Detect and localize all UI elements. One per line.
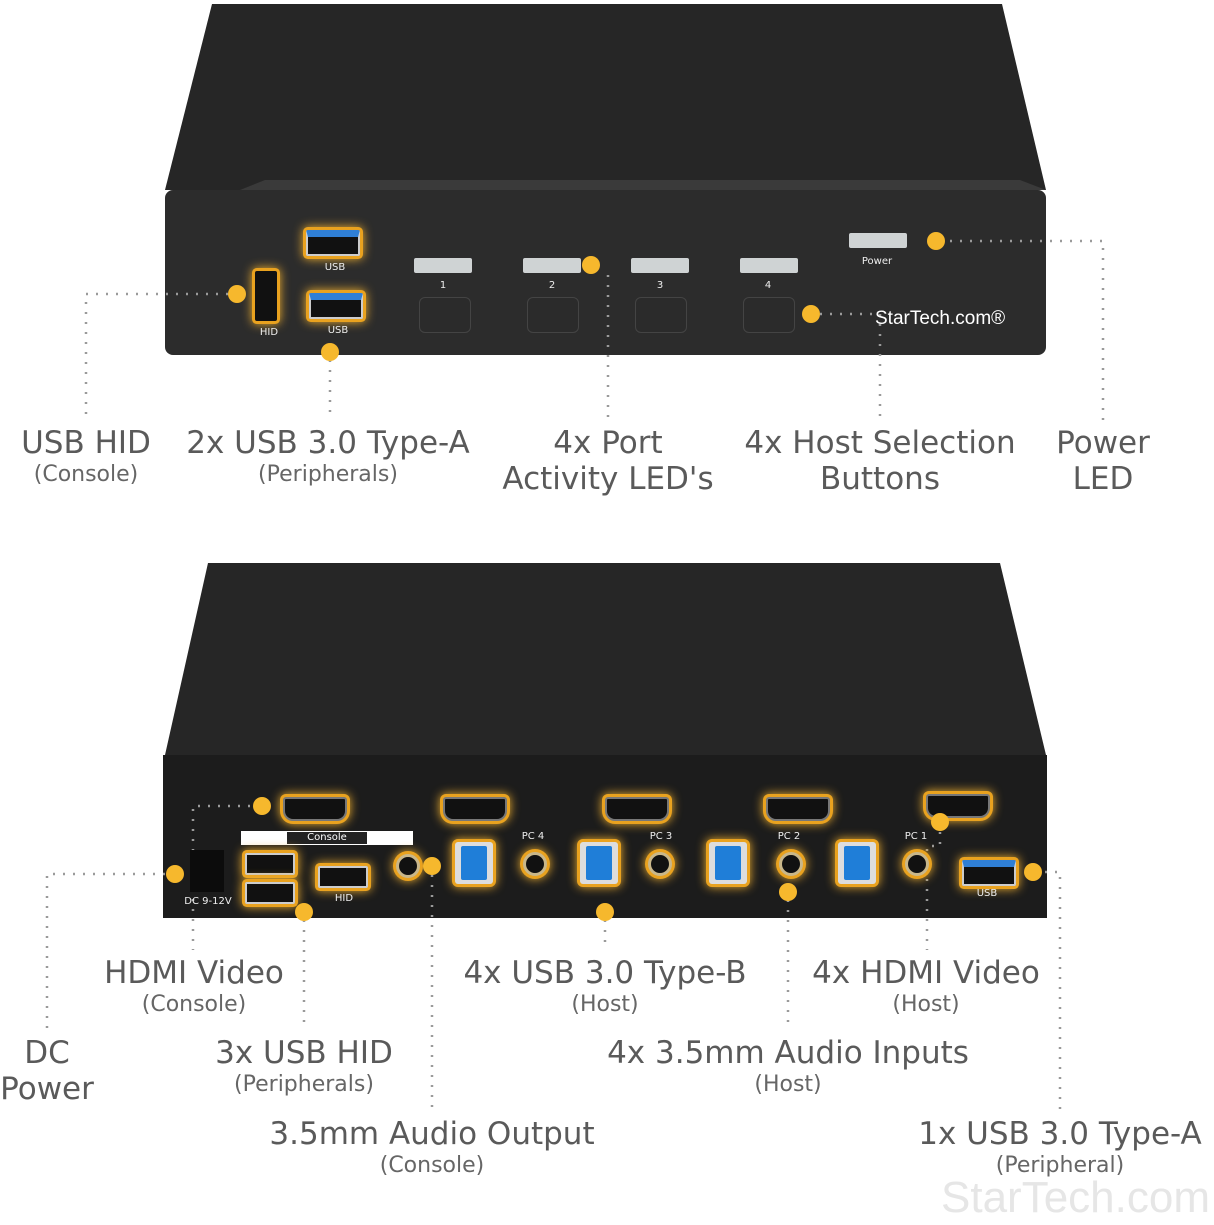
- callout-dot: [582, 256, 600, 274]
- front-usb-label-top: USB: [324, 262, 346, 273]
- pc3-label: PC 3: [649, 831, 673, 842]
- usb-hid-port-3: [318, 866, 368, 888]
- back-unit-top: [165, 563, 1046, 755]
- callout-dot: [295, 903, 313, 921]
- back-usb-label: USB: [976, 888, 998, 899]
- host-select-button-2: [527, 297, 579, 333]
- port-led-4: [740, 258, 798, 273]
- startech-logo: StarTech.com®: [875, 308, 1006, 329]
- front-hid-label: HID: [259, 327, 279, 338]
- callout-dot: [1024, 863, 1042, 881]
- front-usb-port-bottom: [309, 293, 363, 319]
- front-usb-label-bottom: USB: [327, 325, 349, 336]
- watermark: StarTech.com: [941, 1173, 1210, 1222]
- callout-dot: [802, 305, 820, 323]
- host-select-button-3: [635, 297, 687, 333]
- power-led: [849, 233, 907, 248]
- dc-label: DC 9-12V: [184, 896, 232, 907]
- front-unit-top: [165, 4, 1046, 190]
- pc4-label: PC 4: [521, 831, 545, 842]
- callout-dot: [321, 343, 339, 361]
- pc4-usb-b-port: [455, 842, 493, 884]
- back-usb3-port: [962, 860, 1016, 886]
- pc3-usb-b-port: [580, 842, 618, 884]
- pc1-usb-b-port: [838, 842, 876, 884]
- callout-audio-output: 3.5mm Audio Output(Console): [269, 1116, 595, 1178]
- callout-usb3-type-a-peripheral: 1x USB 3.0 Type-A(Peripheral): [918, 1116, 1202, 1178]
- usb-hid-port-2: [245, 882, 295, 904]
- callout-console-hdmi: HDMI Video(Console): [104, 955, 284, 1017]
- pc2-audio-jack: [779, 852, 803, 876]
- callout-dot: [423, 857, 441, 875]
- callout-dot: [931, 813, 949, 831]
- button-number-3: 3: [656, 280, 664, 291]
- button-number-4: 4: [764, 280, 772, 291]
- front-usb-port-top: [306, 230, 360, 256]
- usb-hid-port-1: [245, 853, 295, 875]
- pc1-audio-jack: [905, 852, 929, 876]
- dc-power-jack: [190, 850, 224, 892]
- callout-dot: [779, 883, 797, 901]
- callout-dot: [253, 797, 271, 815]
- audio-output-jack: [396, 854, 420, 878]
- pc2-hdmi-port: [766, 797, 830, 821]
- pc2-label: PC 2: [777, 831, 801, 842]
- callout-usb3-type-a: 2x USB 3.0 Type-A(Peripherals): [186, 425, 470, 487]
- front-hid-port: [255, 271, 277, 321]
- pc4-hdmi-port: [443, 797, 507, 821]
- host-select-button-1: [419, 297, 471, 333]
- port-led-3: [631, 258, 689, 273]
- port-led-1: [414, 258, 472, 273]
- callout-host-hdmi: 4x HDMI Video(Host): [812, 955, 1040, 1017]
- callout-dot: [166, 865, 184, 883]
- console-label: Console: [287, 832, 367, 844]
- callout-audio-inputs: 4x 3.5mm Audio Inputs(Host): [607, 1035, 969, 1097]
- port-led-2: [523, 258, 581, 273]
- pc2-usb-b-port: [709, 842, 747, 884]
- callout-dot: [927, 232, 945, 250]
- callout-usb-hid: USB HID(Console): [21, 425, 151, 487]
- button-number-2: 2: [548, 280, 556, 291]
- pc3-audio-jack: [648, 852, 672, 876]
- callout-dot: [228, 285, 246, 303]
- leader-lines: [45, 239, 1105, 1110]
- console-hdmi-port: [283, 797, 347, 821]
- host-select-button-4: [743, 297, 795, 333]
- callout-dot: [596, 903, 614, 921]
- pc3-hdmi-port: [605, 797, 669, 821]
- callout-usb3-type-b: 4x USB 3.0 Type-B(Host): [463, 955, 747, 1017]
- pc4-audio-jack: [523, 852, 547, 876]
- hid-label: HID: [334, 893, 354, 904]
- callout-usb-hid-peripherals: 3x USB HID(Peripherals): [215, 1035, 393, 1097]
- front-unit-face: [165, 190, 1046, 355]
- console-label-strip: Console: [241, 831, 413, 845]
- power-led-label: Power: [861, 256, 893, 267]
- button-number-1: 1: [439, 280, 447, 291]
- pc1-label: PC 1: [904, 831, 928, 842]
